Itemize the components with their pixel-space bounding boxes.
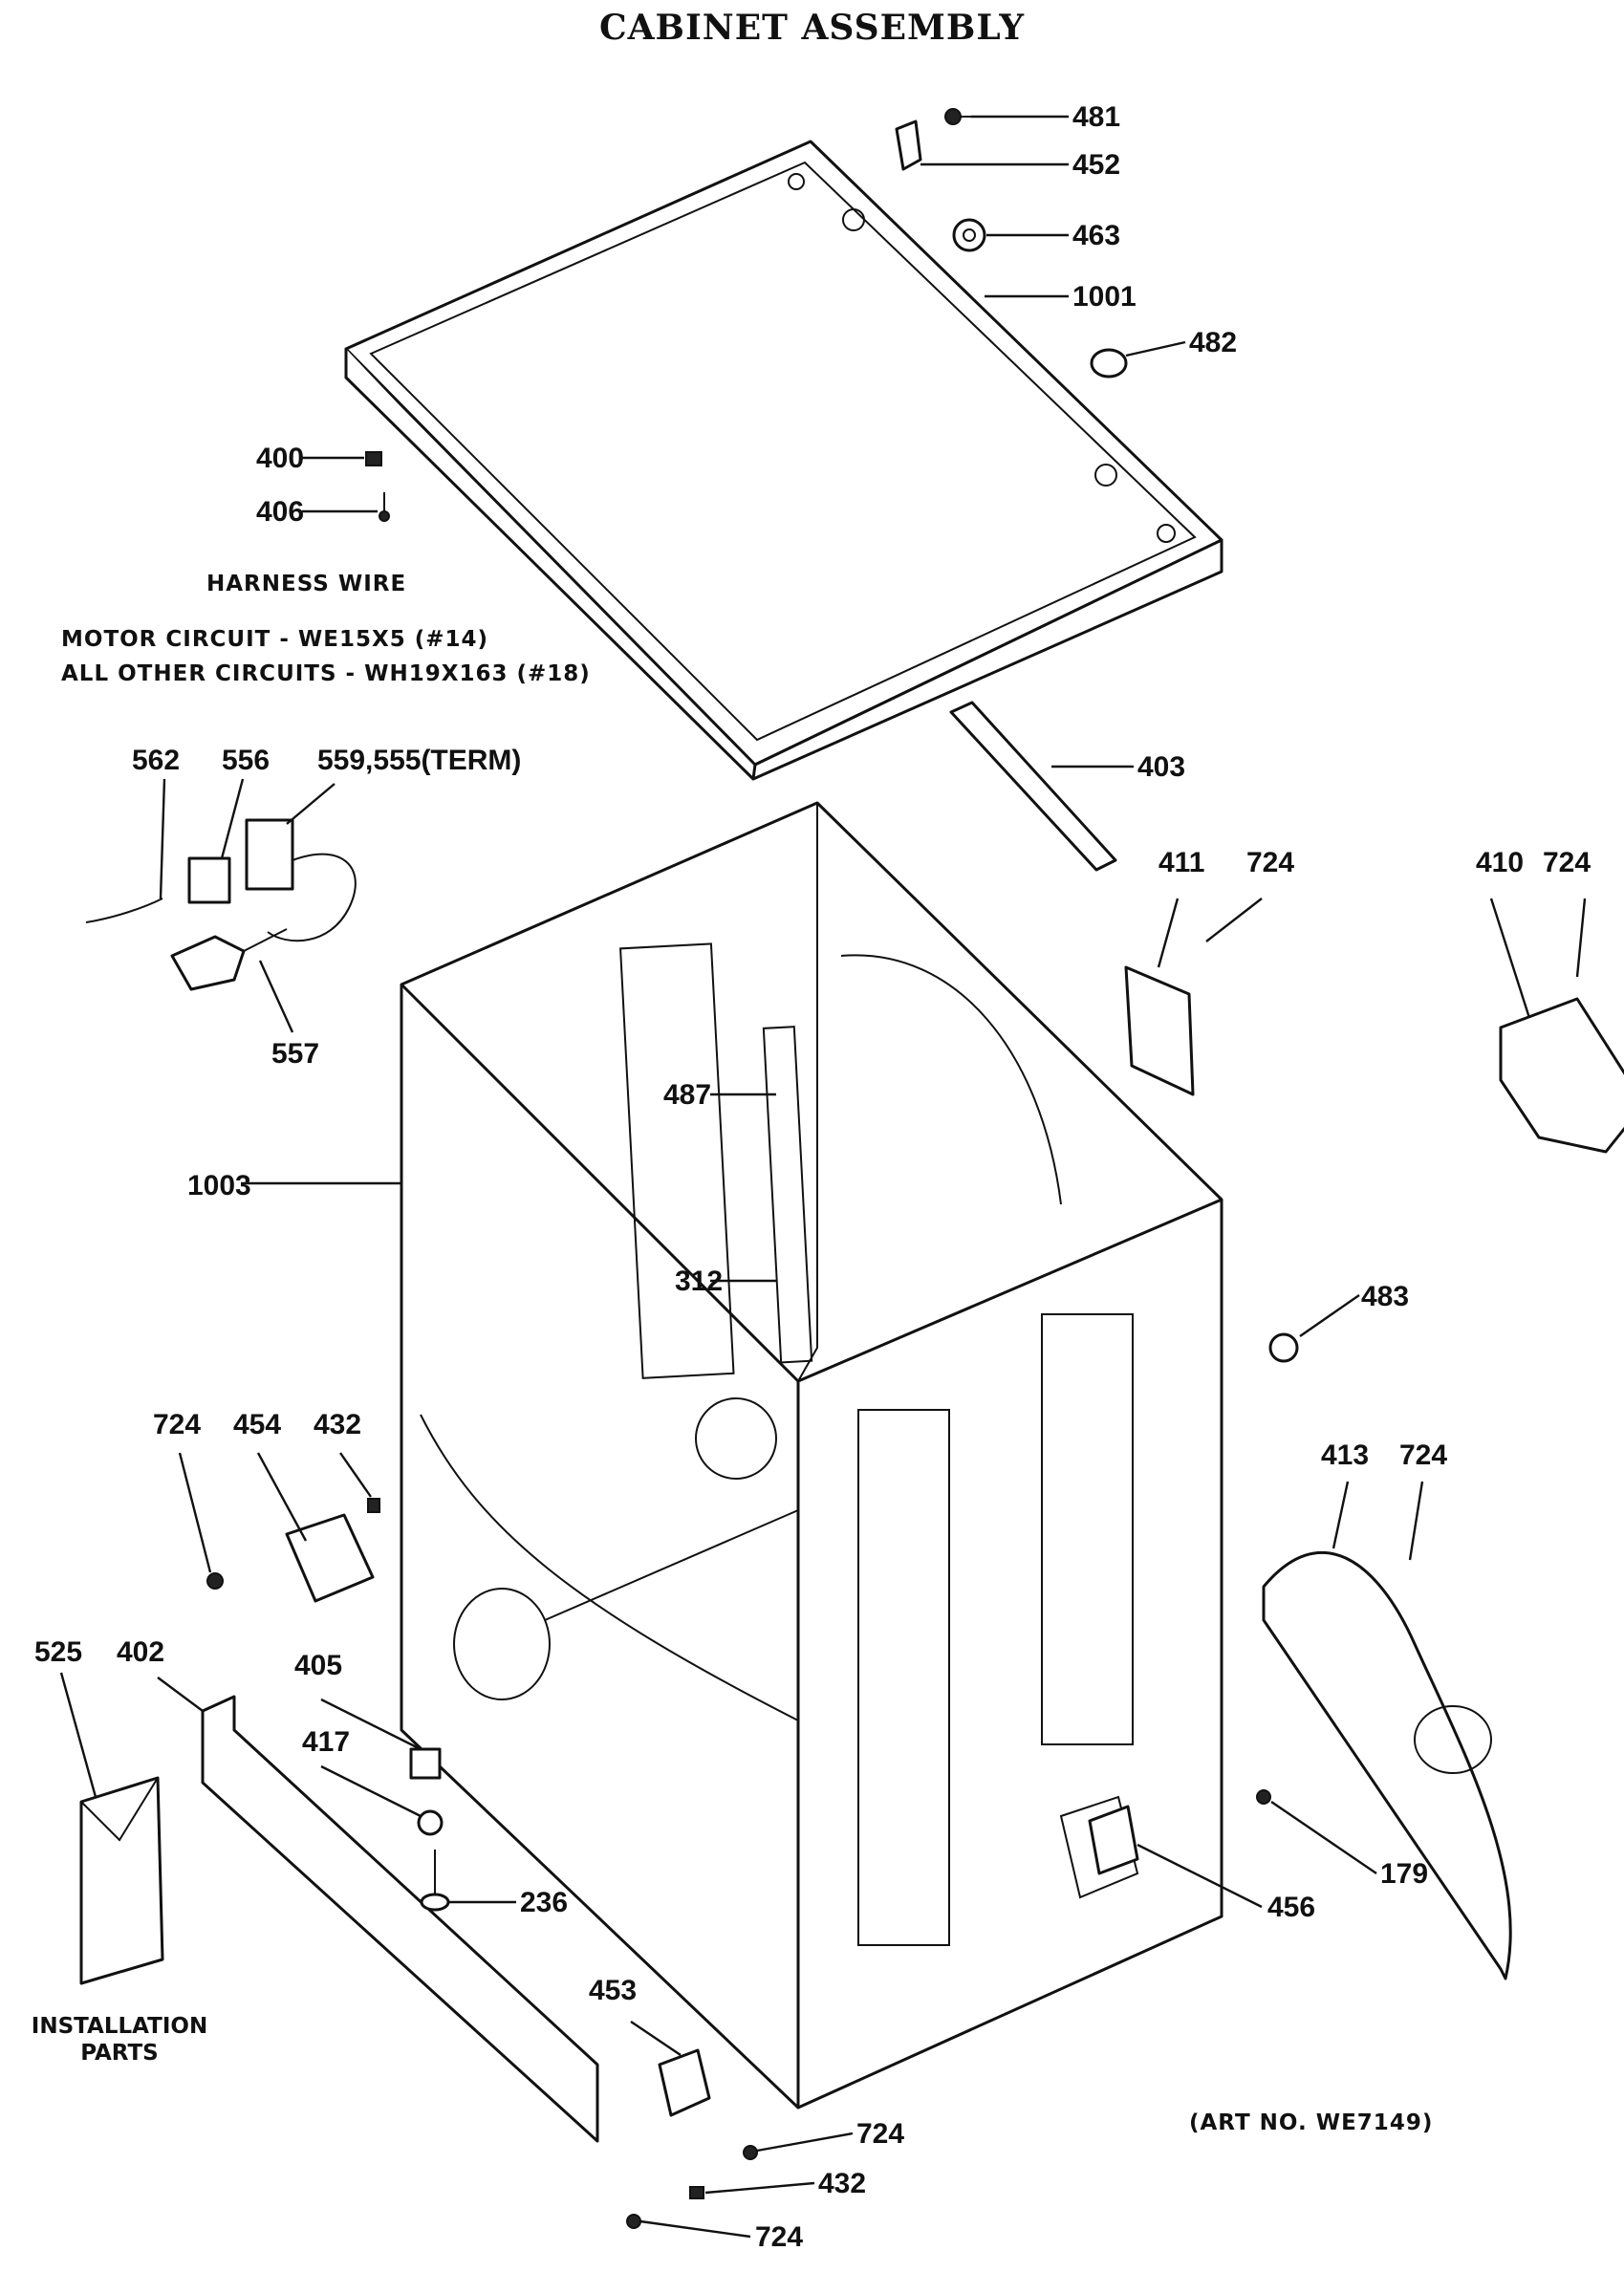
callout-432-b: 432	[818, 2168, 866, 2199]
callout-724-b: 724	[1543, 847, 1591, 878]
cabinet-body	[400, 801, 1223, 2110]
callout-557: 557	[271, 1038, 319, 1070]
callout-487: 487	[663, 1079, 711, 1111]
callout-406: 406	[256, 496, 304, 528]
screw-179	[1256, 1789, 1271, 1805]
callout-482: 482	[1189, 327, 1237, 358]
rear-support-403	[949, 701, 1117, 872]
callout-559-555: 559,555(TERM)	[317, 745, 521, 776]
callout-453: 453	[589, 1975, 637, 2006]
clip-400	[365, 451, 382, 466]
screw-724-bottom	[626, 2214, 641, 2229]
bracket-456	[1088, 1805, 1139, 1875]
clip-432-left	[367, 1498, 380, 1513]
harness-heading: HARNESS WIRE	[206, 572, 407, 596]
callout-400: 400	[256, 443, 304, 474]
art-number: (ART NO. WE7149)	[1189, 2110, 1434, 2135]
top-panel	[344, 140, 1223, 781]
callout-labels: 481 452 463 1001 482 400 406 562 556 559…	[34, 101, 1591, 2253]
callout-402: 402	[117, 1636, 164, 1668]
callout-481: 481	[1072, 101, 1120, 133]
callout-410: 410	[1476, 847, 1524, 878]
envelope-525	[79, 1776, 164, 1985]
callout-556: 556	[222, 745, 270, 776]
plug-482	[1090, 348, 1128, 379]
motor-circuit-note: MOTOR CIRCUIT - WE15X5 (#14)	[61, 627, 489, 652]
screw-481	[944, 108, 971, 125]
leader-lines	[59, 115, 1587, 2239]
leveling-leg-236	[420, 1850, 450, 1912]
nut-417	[417, 1809, 444, 1836]
callout-525: 525	[34, 1636, 82, 1668]
other-circuits-note: ALL OTHER CIRCUITS - WH19X163 (#18)	[61, 661, 591, 686]
bracket-405	[409, 1747, 442, 1780]
callout-483: 483	[1361, 1281, 1409, 1312]
callout-236: 236	[520, 1887, 568, 1918]
callout-411: 411	[1158, 847, 1204, 878]
callout-432-a: 432	[314, 1409, 361, 1440]
cover-410	[1499, 997, 1624, 1154]
callout-724-f: 724	[755, 2221, 803, 2253]
toe-panel-402	[201, 1695, 599, 2143]
page-title: CABINET ASSEMBLY	[598, 8, 1026, 48]
callout-405: 405	[294, 1650, 342, 1681]
callout-724-c: 724	[153, 1409, 201, 1440]
callout-1001: 1001	[1072, 281, 1137, 313]
callout-413: 413	[1321, 1439, 1369, 1471]
duct-cover-413	[1262, 1550, 1512, 1980]
clip-432-front	[689, 2186, 704, 2199]
screw-724-left	[206, 1572, 224, 1590]
cover-411	[1124, 965, 1195, 1096]
callout-724-d: 724	[1399, 1439, 1447, 1471]
callout-562: 562	[132, 745, 180, 776]
bracket-453	[658, 2048, 711, 2117]
harness-wire-parts	[85, 818, 357, 991]
cap-483	[1268, 1332, 1299, 1363]
callout-403: 403	[1137, 751, 1185, 783]
nut-463	[952, 218, 986, 252]
callout-179: 179	[1380, 1858, 1428, 1890]
installation-parts-label: INSTALLATION PARTS	[31, 2014, 208, 2066]
callout-454: 454	[233, 1409, 281, 1440]
screw-724-front	[743, 2145, 758, 2160]
callout-1003: 1003	[187, 1170, 251, 1201]
callout-452: 452	[1072, 149, 1120, 181]
bracket-452	[895, 119, 922, 171]
callout-417: 417	[302, 1726, 350, 1758]
screw-406	[379, 492, 390, 522]
callout-724-a: 724	[1246, 847, 1294, 878]
callout-724-e: 724	[856, 2118, 904, 2150]
callout-456: 456	[1267, 1892, 1315, 1923]
callout-463: 463	[1072, 220, 1120, 251]
door-switch-454	[285, 1513, 375, 1603]
callout-312: 312	[675, 1266, 723, 1297]
